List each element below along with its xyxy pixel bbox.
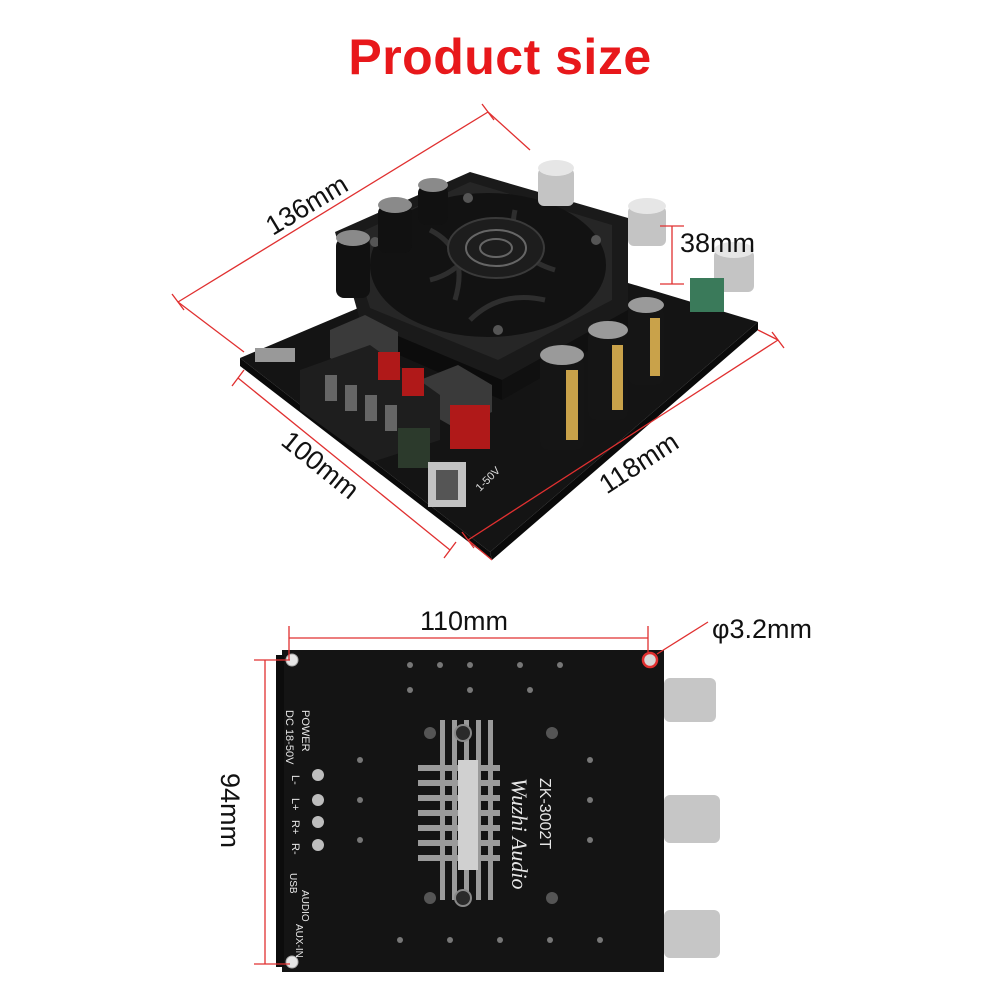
height-label: 38mm xyxy=(680,228,756,258)
bottom-width-label: 110mm xyxy=(420,606,509,636)
silk-r-plus: R+ xyxy=(289,820,301,834)
top-dimension-lines xyxy=(171,103,785,561)
silk-l-plus: L+ xyxy=(289,798,301,811)
hole-diameter-label: φ3.2mm xyxy=(712,614,813,644)
terminal-pads xyxy=(312,769,324,851)
silk-r-minus: R- xyxy=(289,843,301,855)
top-view-board: 1-50V xyxy=(240,160,758,560)
bottom-view-board xyxy=(276,650,720,972)
through-holes xyxy=(357,662,603,943)
board-silkscreen: POWER DC 18-50V L- L+ R+ R- USB AUDIO AU… xyxy=(283,710,553,958)
bottom-height-label: 94mm xyxy=(215,772,246,849)
page-title: Product size xyxy=(348,29,652,85)
capacitors xyxy=(336,178,664,450)
silk-l-minus: L- xyxy=(289,775,301,785)
silk-model: ZK-3002T xyxy=(536,778,553,849)
silk-dc: DC 18-50V xyxy=(283,710,295,765)
inductors-and-terminals xyxy=(255,278,724,507)
heatsink-pad xyxy=(418,720,500,900)
silk-brand: Wuzhi Audio xyxy=(507,778,532,889)
bottom-knobs xyxy=(664,678,720,958)
bottom-dimension-lines xyxy=(254,621,709,965)
silk-power: POWER xyxy=(299,710,311,752)
silk-usb: USB xyxy=(287,873,298,894)
silk-aux: AUX-IN xyxy=(293,924,304,958)
silk-audio: AUDIO xyxy=(299,890,310,922)
mounting-hole xyxy=(641,651,659,669)
